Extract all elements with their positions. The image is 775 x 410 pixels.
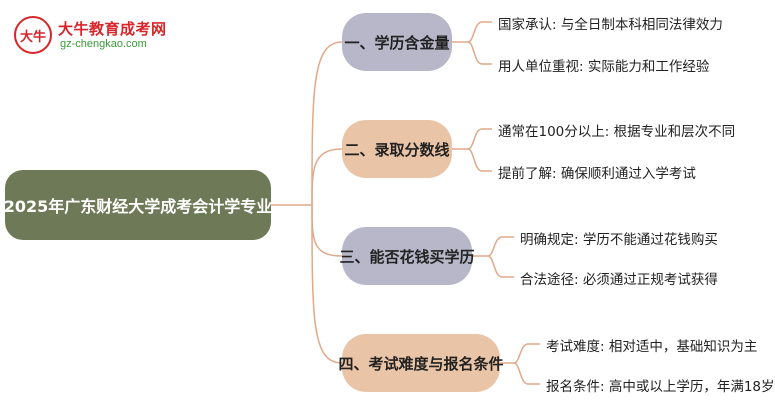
leaf-node: 报名条件: 高中或以上学历，年满18岁 (546, 379, 775, 395)
leaf-node: 考试难度: 相对适中，基础知识为主 (546, 339, 758, 355)
logo-badge-icon: 大牛 (14, 16, 52, 54)
leaf-node: 提前了解: 确保顺利通过入学考试 (498, 166, 696, 182)
connector-leaf-2-2 (467, 148, 492, 172)
branch-node-admission-score: 二、录取分数线 (342, 120, 452, 178)
branch-node-buy-degree: 三、能否花钱买学历 (340, 227, 475, 285)
leaf-node: 通常在100分以上: 根据专业和层次不同 (498, 124, 736, 140)
leaf-node: 明确规定: 学历不能通过花钱购买 (520, 232, 718, 248)
connector-leaf-2-1 (452, 128, 492, 150)
connector-leaf-1-1 (452, 21, 492, 43)
logo-title: 大牛教育成考网 (58, 20, 167, 38)
connector-lines (271, 21, 540, 385)
leaf-node: 用人单位重视: 实际能力和工作经验 (498, 59, 710, 75)
connector-leaf-1-2 (467, 41, 492, 65)
connector-leaf-3-2 (487, 255, 514, 278)
connector-branch-2 (311, 148, 343, 206)
connector-leaf-4-1 (500, 343, 540, 364)
mindmap-canvas: 大牛 大牛教育成考网 gz-chengkao.com 2025年广东财经大学成考… (4, 13, 775, 395)
root-node: 2025年广东财经大学成考会计学专业 (4, 170, 272, 240)
leaf-node: 合法途径: 必须通过正规考试获得 (520, 272, 718, 288)
connector-branch-3 (311, 204, 343, 257)
logo-url: gz-chengkao.com (60, 38, 147, 50)
branch-node-exam-difficulty: 四、考试难度与报名条件 (339, 334, 504, 392)
connector-leaf-4-2 (513, 362, 540, 385)
branch-node-qualification-value: 一、学历含金量 (342, 13, 452, 71)
site-logo[interactable]: 大牛 大牛教育成考网 gz-chengkao.com (14, 16, 184, 56)
leaf-node: 国家承认: 与全日制本科相同法律效力 (498, 17, 723, 33)
connector-branch-1 (311, 41, 343, 206)
connector-branch-4 (311, 204, 343, 364)
connector-leaf-3-1 (472, 236, 514, 257)
